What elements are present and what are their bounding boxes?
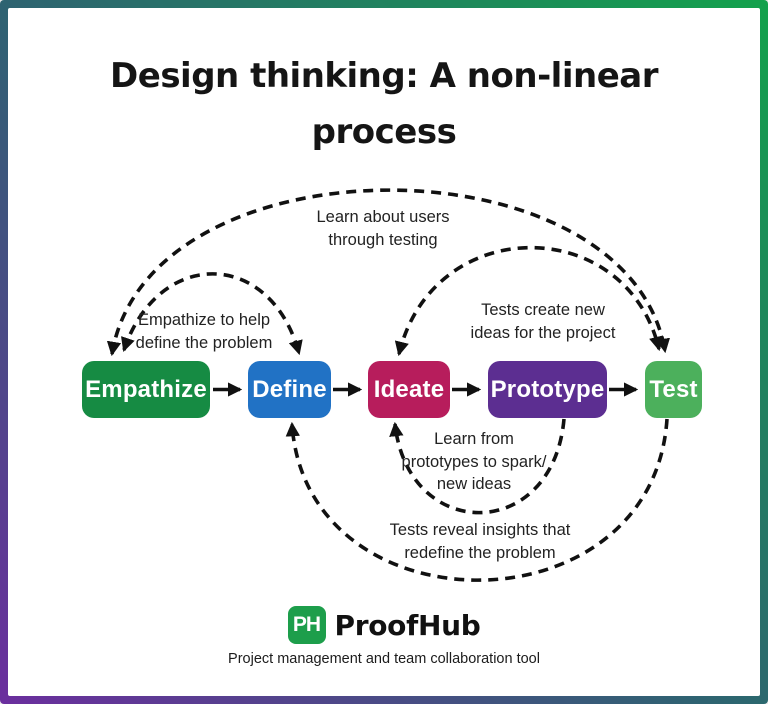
arc-test-to-ideate xyxy=(394,245,664,357)
brand-name: ProofHub xyxy=(334,608,481,642)
step-label-ideate: Ideate xyxy=(373,375,445,403)
logo-monogram: PH xyxy=(292,613,321,636)
step-label-test: Test xyxy=(649,375,698,403)
annotation-line: new ideas xyxy=(436,475,512,493)
step-box-empathize: Empathize xyxy=(82,361,210,418)
annotation-learn-about-users: Learn about users through testing xyxy=(273,206,493,251)
arc-prototype-to-ideate xyxy=(389,418,566,515)
page-title-line1: Design thinking: A non-linear xyxy=(110,56,658,96)
annotation-line: Learn about users xyxy=(316,208,450,226)
step-box-define: Define xyxy=(248,361,331,418)
annotation-line: Empathize to help xyxy=(137,311,271,329)
annotation-line: ideas for the project xyxy=(470,323,616,342)
page-title: Design thinking: A non-linear process xyxy=(8,48,760,160)
brand-tagline: Project management and team collaboratio… xyxy=(228,651,540,667)
step-box-prototype: Prototype xyxy=(488,361,607,418)
step-label-prototype: Prototype xyxy=(490,375,605,403)
brand-row: PH ProofHub xyxy=(287,606,481,644)
footer: PH ProofHub Project management and team … xyxy=(8,606,760,667)
arc-test-to-empathize xyxy=(106,188,670,357)
annotation-line: through testing xyxy=(328,230,438,249)
step-box-ideate: Ideate xyxy=(368,361,450,418)
annotation-learn-from-prototypes: Learn from prototypes to spark/ new idea… xyxy=(374,428,574,496)
arc-empathize-to-define xyxy=(121,272,303,356)
annotation-line: redefine the problem xyxy=(404,543,556,562)
infographic-canvas: Design thinking: A non-linear process xyxy=(8,8,760,696)
annotation-line: prototypes to spark/ xyxy=(401,452,547,471)
proofhub-logo-icon: PH xyxy=(287,606,326,644)
annotation-line: define the problem xyxy=(135,333,273,352)
annotation-tests-create-new: Tests create new ideas for the project xyxy=(443,299,643,344)
step-label-empathize: Empathize xyxy=(85,375,207,403)
page-title-line2: process xyxy=(311,112,457,152)
annotation-line: Learn from xyxy=(434,430,514,448)
annotation-empathize-to-help: Empathize to help define the problem xyxy=(104,309,304,354)
annotation-line: Tests create new xyxy=(481,301,605,319)
step-label-define: Define xyxy=(252,375,327,403)
annotation-tests-reveal-insights: Tests reveal insights that redefine the … xyxy=(360,519,600,564)
annotation-line: Tests reveal insights that xyxy=(389,521,571,539)
arc-test-to-define xyxy=(285,418,669,582)
connector-arrows-layer xyxy=(106,188,670,582)
step-box-test: Test xyxy=(645,361,702,418)
